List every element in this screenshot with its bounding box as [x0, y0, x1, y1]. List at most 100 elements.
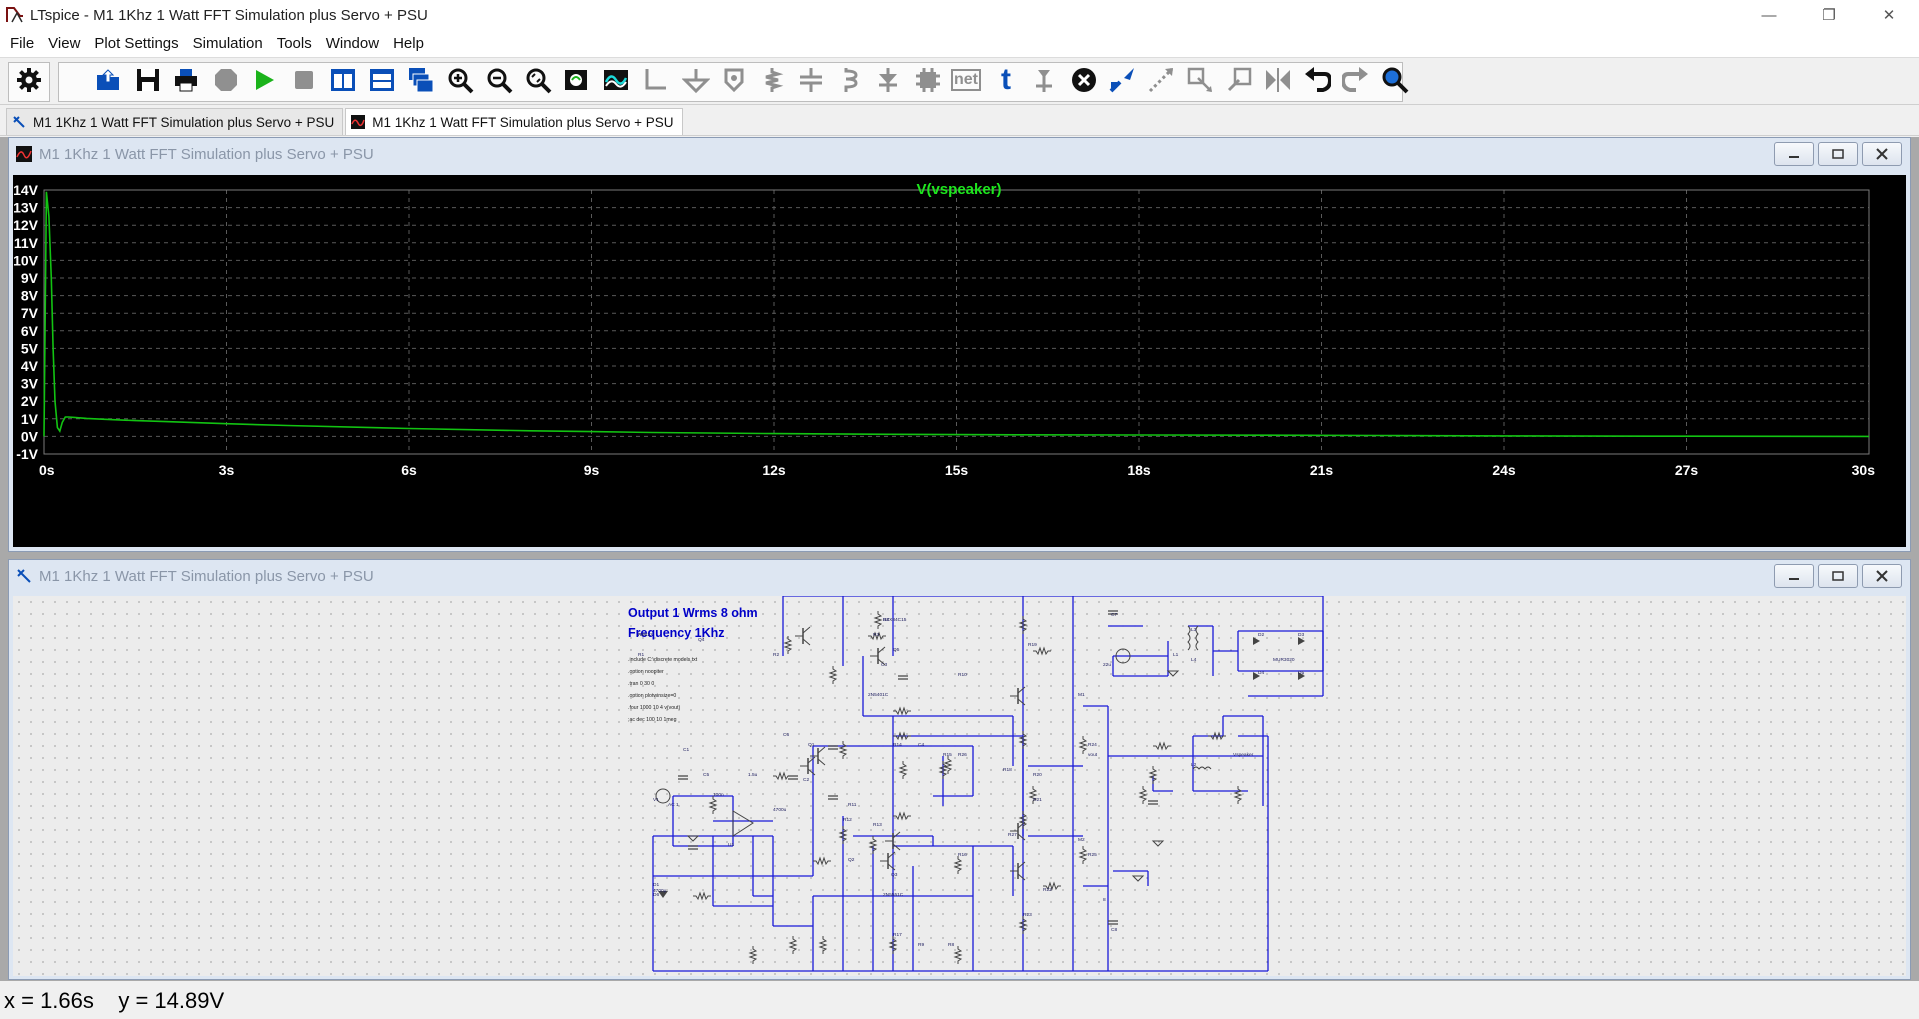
resistor[interactable] [1208, 731, 1226, 741]
resistor[interactable] [1233, 786, 1243, 804]
component-label[interactable]: C4 [918, 742, 924, 748]
component-label[interactable]: R19 [1028, 642, 1037, 648]
component-label[interactable]: R13 [873, 822, 882, 828]
menu-view[interactable]: View [48, 34, 81, 52]
resistor[interactable] [1028, 786, 1038, 804]
component-label[interactable]: 4700u [773, 807, 787, 813]
resistor[interactable] [1033, 646, 1051, 656]
run-icon[interactable] [248, 64, 280, 96]
component-label[interactable]: C5 [703, 772, 709, 778]
component-label[interactable]: Q5 [893, 647, 900, 653]
resistor[interactable] [838, 826, 848, 844]
save-icon[interactable] [132, 64, 164, 96]
resistor[interactable] [943, 756, 953, 774]
resistor[interactable] [1018, 731, 1028, 749]
drag-icon[interactable] [1145, 64, 1177, 96]
resistor[interactable] [1148, 766, 1158, 784]
capacitor[interactable] [898, 675, 908, 680]
wire-icon[interactable] [640, 64, 672, 96]
resistor[interactable] [953, 856, 963, 874]
menu-help[interactable]: Help [393, 34, 424, 52]
find-icon[interactable] [1379, 64, 1411, 96]
component-label[interactable]: 4700µ [653, 888, 667, 894]
component-label[interactable]: AD822 [638, 632, 653, 638]
component-label[interactable]: R18 [1003, 767, 1012, 773]
component-label[interactable]: Vspeaker [1233, 752, 1254, 758]
component-label[interactable]: AC 1 [668, 802, 679, 808]
capacitor[interactable] [678, 775, 688, 780]
component-label[interactable]: R8 [948, 942, 954, 948]
component-label[interactable]: R25 [1088, 852, 1097, 858]
component-label[interactable]: R21 [1033, 797, 1042, 803]
component-label[interactable]: R23 [1023, 912, 1032, 918]
capacitor[interactable] [828, 745, 838, 750]
resistor[interactable] [893, 731, 911, 741]
schematic-canvas[interactable]: Output 1 Wrms 8 ohm Frequency 1Khz .incl… [13, 596, 1906, 976]
component-label[interactable]: R15 [943, 752, 952, 758]
component-label[interactable]: D3 [1298, 632, 1304, 638]
text-icon[interactable]: t [1001, 63, 1011, 96]
component-label[interactable]: R17 [893, 932, 902, 938]
component-label[interactable]: Q3 [891, 872, 898, 878]
resistor[interactable] [1138, 786, 1148, 804]
component-label[interactable]: BZX84C15 [883, 617, 907, 623]
resistor[interactable] [818, 936, 828, 954]
resistor[interactable] [1153, 741, 1171, 751]
redo-icon[interactable] [1340, 64, 1372, 96]
spice-directive-line[interactable]: .tran 0 30 0 [628, 681, 654, 687]
tile-vertical-icon[interactable] [327, 64, 359, 96]
component-label[interactable]: R2 [773, 652, 779, 658]
spice-directive-line[interactable]: .option plotwinsize=0 [628, 693, 676, 699]
ground-icon[interactable] [680, 64, 712, 96]
component-label[interactable]: U1 [728, 842, 734, 848]
menu-window[interactable]: Window [325, 34, 380, 52]
copy-icon[interactable] [1184, 64, 1216, 96]
halt-icon[interactable] [210, 64, 242, 96]
label-net-icon[interactable] [718, 64, 750, 96]
component-label[interactable]: R12 [843, 817, 852, 823]
component-label[interactable]: C8 [1111, 927, 1117, 933]
resistor[interactable] [788, 936, 798, 954]
component-label[interactable]: 8 [1103, 897, 1106, 903]
component-label[interactable]: R26 [958, 752, 967, 758]
component-label[interactable]: C3 [881, 662, 887, 668]
component-label[interactable]: Q4 [698, 637, 705, 643]
resistor[interactable] [868, 836, 878, 854]
component-label[interactable]: L4 [1191, 657, 1197, 663]
resistor[interactable] [898, 761, 908, 779]
resistor[interactable] [1018, 811, 1028, 829]
autorange-icon[interactable] [600, 64, 632, 96]
component-label[interactable]: Q1 [808, 742, 815, 748]
undo-icon[interactable] [1301, 64, 1333, 96]
tab-schematic[interactable]: M1 1Khz 1 Watt FFT Simulation plus Servo… [6, 108, 344, 135]
rectifier-diode[interactable] [1253, 672, 1260, 680]
resistor[interactable] [693, 891, 711, 901]
component-label[interactable]: 2N5401C [868, 692, 889, 698]
spice-directive-line[interactable]: .four 1000 10 4 v(vout) [628, 705, 680, 711]
zoom-in-icon[interactable] [444, 64, 476, 96]
zoom-fit-icon[interactable] [522, 64, 554, 96]
close-button[interactable] [1862, 142, 1902, 166]
component-label[interactable]: R24 [1088, 742, 1097, 748]
component-label[interactable]: R16 [958, 852, 967, 858]
capacitor[interactable] [828, 795, 838, 800]
capacitor[interactable] [1148, 800, 1158, 805]
open-icon[interactable] [92, 64, 124, 96]
resistor[interactable] [1078, 846, 1088, 864]
restore-button[interactable] [1818, 142, 1858, 166]
inductor-l1[interactable] [1192, 766, 1212, 770]
resistor[interactable] [1018, 916, 1028, 934]
menu-tools[interactable]: Tools [276, 34, 312, 52]
spice-directive-line[interactable]: .include C:\discrete models.txt [628, 657, 698, 663]
resistor[interactable] [1078, 736, 1088, 754]
resistor[interactable] [838, 741, 848, 759]
component-label[interactable]: R1 [638, 652, 644, 658]
capacitor[interactable] [1108, 920, 1118, 925]
spice-directive-line[interactable]: .option noopiter [628, 669, 664, 675]
component-label[interactable]: D5 [1298, 670, 1304, 676]
component-label[interactable]: R20 [1033, 772, 1042, 778]
spice-directive-line[interactable]: ;ac dec 100 10 1meg [628, 717, 677, 723]
component-label[interactable]: 100n [713, 792, 724, 798]
component-label[interactable]: D1 [653, 882, 659, 888]
